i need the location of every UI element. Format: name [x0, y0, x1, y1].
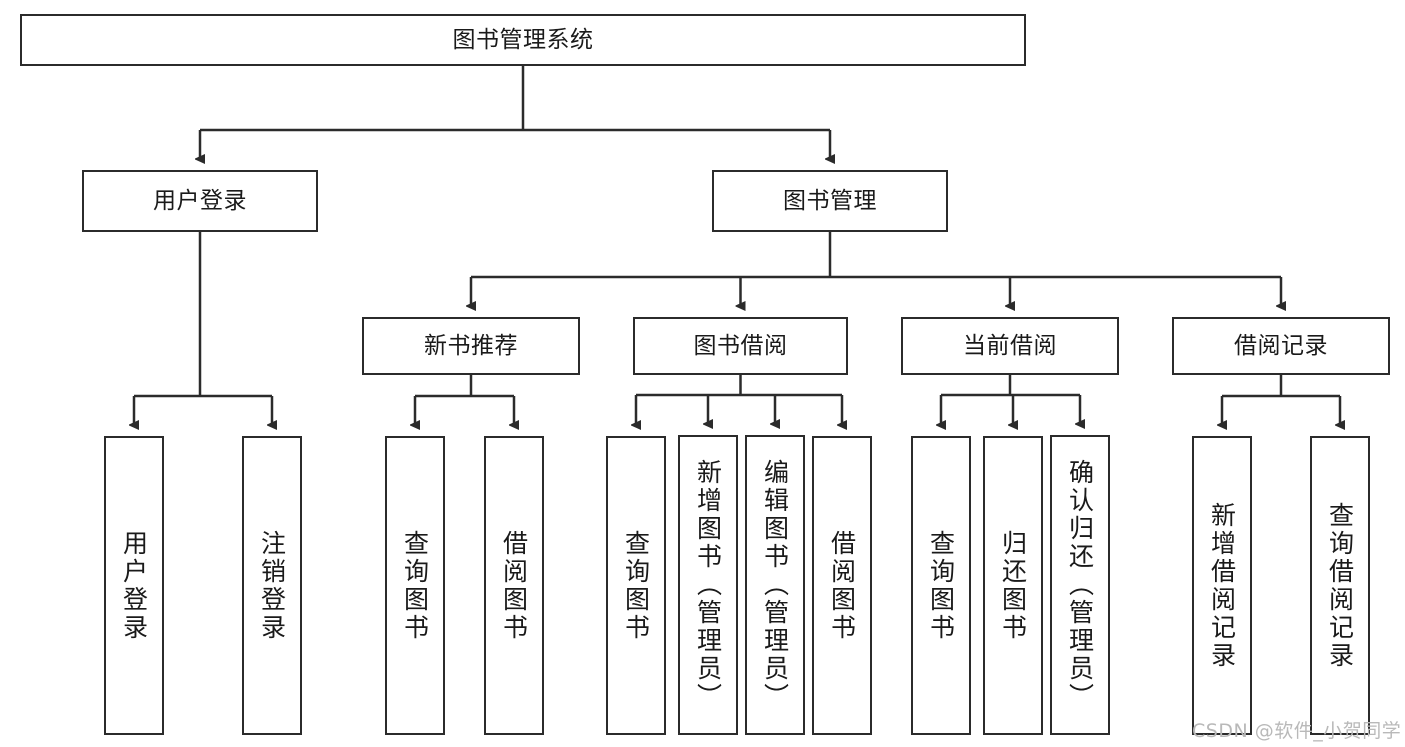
- node-label: 借阅图书: [827, 529, 857, 642]
- node-root[interactable]: 图书管理系统: [20, 14, 1026, 66]
- node-leaf9[interactable]: 查询图书: [911, 436, 971, 735]
- node-label: 用户登录: [119, 529, 149, 642]
- node-label: 图书借阅: [693, 332, 788, 359]
- node-leaf3[interactable]: 查询图书: [385, 436, 445, 735]
- node-l1b[interactable]: 图书管理: [712, 170, 948, 232]
- csdn-watermark: CSDN @软件_小贺同学: [1192, 720, 1402, 742]
- node-leaf6[interactable]: 新增图书（管理员）: [678, 435, 738, 735]
- node-l2a[interactable]: 新书推荐: [362, 317, 580, 375]
- node-label: 查询图书: [926, 529, 956, 642]
- node-leaf2[interactable]: 注销登录: [242, 436, 302, 735]
- node-label: 新增借阅记录: [1207, 501, 1237, 670]
- node-l2b[interactable]: 图书借阅: [633, 317, 848, 375]
- node-l2c[interactable]: 当前借阅: [901, 317, 1119, 375]
- node-label: 归还图书: [998, 529, 1028, 642]
- node-label: 查询图书: [400, 529, 430, 642]
- node-leaf7[interactable]: 编辑图书（管理员）: [745, 435, 805, 735]
- node-leaf5[interactable]: 查询图书: [606, 436, 666, 735]
- node-label: 借阅记录: [1234, 332, 1328, 359]
- node-leaf8[interactable]: 借阅图书: [812, 436, 872, 735]
- node-label: 确认归还（管理员）: [1065, 459, 1095, 711]
- node-label: 查询借阅记录: [1325, 501, 1355, 670]
- node-leaf1[interactable]: 用户登录: [104, 436, 164, 735]
- node-leaf4[interactable]: 借阅图书: [484, 436, 544, 735]
- node-leaf13[interactable]: 查询借阅记录: [1310, 436, 1370, 735]
- node-leaf12[interactable]: 新增借阅记录: [1192, 436, 1252, 735]
- node-label: 注销登录: [257, 529, 287, 642]
- node-label: 图书管理系统: [452, 26, 594, 53]
- node-label: 当前借阅: [963, 332, 1057, 359]
- node-leaf10[interactable]: 归还图书: [983, 436, 1043, 735]
- node-l2d[interactable]: 借阅记录: [1172, 317, 1390, 375]
- node-label: 用户登录: [153, 187, 247, 214]
- node-label: 编辑图书（管理员）: [760, 459, 790, 711]
- node-leaf11[interactable]: 确认归还（管理员）: [1050, 435, 1110, 735]
- node-label: 新增图书（管理员）: [693, 459, 723, 711]
- node-label: 图书管理: [783, 187, 877, 214]
- node-label: 查询图书: [621, 529, 651, 642]
- node-label: 新书推荐: [424, 332, 518, 359]
- node-label: 借阅图书: [499, 529, 529, 642]
- node-l1a[interactable]: 用户登录: [82, 170, 318, 232]
